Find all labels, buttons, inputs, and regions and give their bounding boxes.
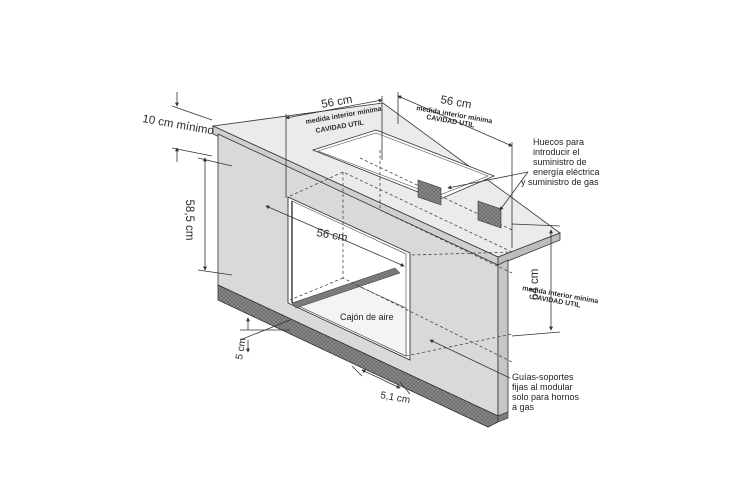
countertop [211,102,561,266]
cooktop-cutout [311,129,496,201]
label-width-top-right: 56 cm [439,94,472,111]
label-bottom-gap: 5 cm [234,337,249,360]
label-depth-right: 64 cm [529,269,541,300]
label-rail-offset: 5,1 cm [379,390,410,406]
dimension-lines [171,92,561,395]
leader-lines [429,171,529,379]
label-height-side: 58,5 cm [183,200,195,241]
note-huecos: Huecos para introducir el suministro de … [521,137,602,187]
label-width-top-left: 56 cm [320,94,353,111]
label-air-drawer: Cajón de aire [340,312,394,322]
supply-holes [417,179,502,229]
note-guias: Guías-soportes fijas al modular solo par… [512,372,582,412]
label-width-cavity: 56 cm [315,227,348,244]
